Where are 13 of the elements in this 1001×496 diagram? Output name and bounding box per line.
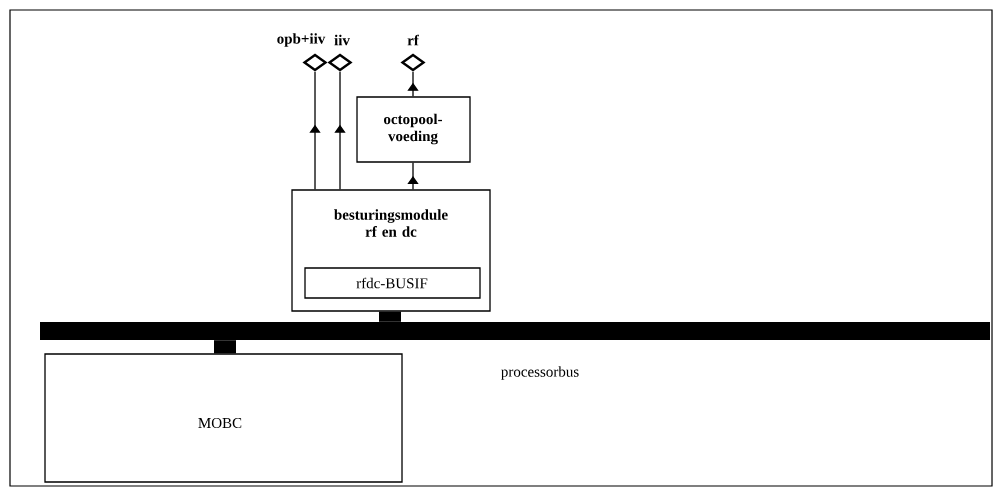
process-box: octopool-voeding [356, 96, 471, 163]
node-label: opb+iiv [277, 33, 326, 47]
node-label: rf [407, 34, 419, 46]
bus-stub [214, 340, 236, 354]
process-box: rfdc-BUSIF [304, 267, 481, 299]
bus-stub [379, 311, 401, 322]
node-label: processorbus [501, 366, 579, 380]
arrow [334, 71, 346, 190]
arrow [309, 71, 321, 190]
arrow [407, 162, 419, 190]
process-box: MOBC [44, 353, 403, 483]
arrow [407, 71, 419, 97]
node-label: iiv [334, 34, 350, 46]
